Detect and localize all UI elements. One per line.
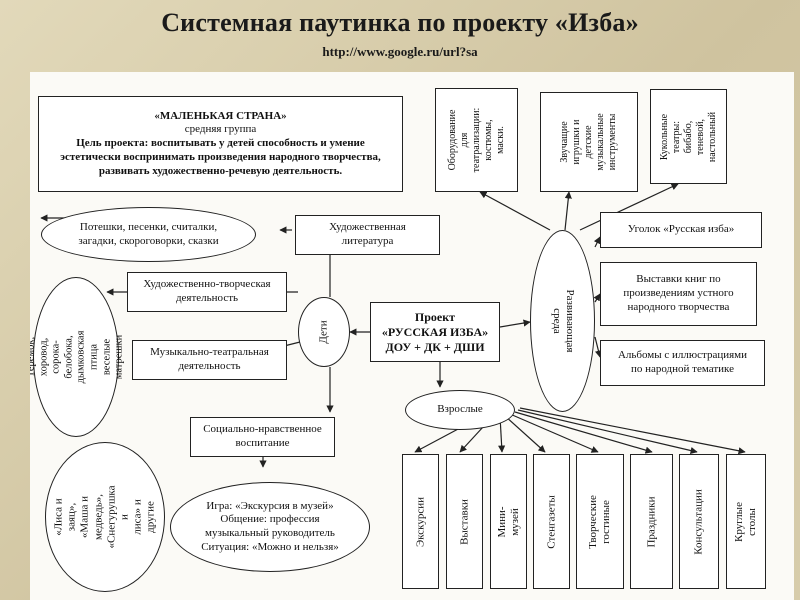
env-top-item-puppets: Кукольные театры: бибабо, теневой, насто… (650, 89, 727, 184)
adults-item-round-tables-label: Круглые столы (732, 501, 758, 542)
adults-item-mini-museum-label: Мини-музей (495, 505, 521, 538)
literature-box: Художественная литература (295, 215, 440, 255)
folklore-ellipse: Потешки, песенки, считалки, загадки, ско… (41, 207, 256, 262)
adults-item-excursions-label: Экскурсии (413, 496, 426, 547)
adults-item-mini-museum: Мини-музей (490, 454, 527, 589)
social-moral-box: Социально-нравственное воспитание (190, 417, 335, 457)
children-label: Дети (317, 320, 330, 344)
art-creative-box: Художественно-творческая деятельность (127, 272, 287, 312)
project-group: средняя группа (184, 123, 257, 136)
project-name: «МАЛЕНЬКАЯ СТРАНА» (154, 109, 287, 122)
activities-ellipse: Игра: «Экскурсия в музей» Общение: профе… (170, 482, 370, 572)
adults-node: Взрослые (405, 390, 515, 430)
env-side-item-albums: Альбомы с иллюстрациями по народной тема… (600, 340, 765, 386)
adults-item-exhibitions: Выставки (446, 454, 483, 589)
adults-item-consultations: Консультации (679, 454, 719, 589)
adults-item-consultations-label: Консультации (692, 488, 705, 555)
adults-item-excursions: Экскурсии (402, 454, 439, 589)
env-top-item-instruments-label: Звучащие игрушки и детские музыкальные и… (559, 113, 618, 171)
children-node: Дети (298, 297, 350, 367)
center-project-box: Проект «РУССКАЯ ИЗБА» ДОУ + ДК + ДШИ (370, 302, 500, 362)
environment-label: Развивающая среда (550, 289, 576, 353)
environment-node: Развивающая среда (530, 230, 595, 412)
env-top-item-costumes: Оборудование для театрализации: костюмы,… (435, 88, 518, 192)
project-goal: Цель проекта: воспитывать у детей способ… (60, 137, 381, 177)
slide-url: http://www.google.ru/url?sa (322, 44, 478, 59)
adults-item-holidays: Праздники (630, 454, 673, 589)
adults-item-creative-lounges: Творческие гостиные (576, 454, 624, 589)
fairy-tales-label: «Лиса и заяц», «Маша и медведь», «Снегур… (52, 485, 157, 549)
slide-title: Системная паутинка по проекту «Изба» (161, 8, 639, 37)
env-top-item-puppets-label: Кукольные театры: бибабо, теневой, насто… (658, 111, 718, 162)
music-theatre-box: Музыкально-театральная деятельность (132, 340, 287, 380)
env-top-item-instruments: Звучащие игрушки и детские музыкальные и… (540, 92, 638, 192)
diagram-sheet: «МАЛЕНЬКАЯ СТРАНА» средняя группа Цель п… (30, 72, 794, 600)
adults-item-wall-newspapers-label: Стенгазеты (544, 494, 557, 549)
adults-item-wall-newspapers: Стенгазеты (533, 454, 570, 589)
adults-item-creative-lounges-label: Творческие гостиные (586, 494, 612, 549)
fairy-tales-ellipse: «Лиса и заяц», «Маша и медведь», «Снегур… (45, 442, 165, 592)
env-side-item-books: Выставки книг по произведениям устного н… (600, 262, 757, 326)
adults-item-holidays-label: Праздники (644, 495, 657, 548)
env-side-item-corner: Уголок «Русская изба» (600, 212, 762, 248)
env-top-item-costumes-label: Оборудование для театрализации: костюмы,… (446, 107, 506, 173)
project-header-box: «МАЛЕНЬКАЯ СТРАНА» средняя группа Цель п… (38, 96, 403, 192)
adults-item-round-tables: Круглые столы (726, 454, 766, 589)
adults-item-exhibitions-label: Выставки (457, 498, 470, 545)
crafts-label: Теремок, хоровод, сорока-белобока, дымко… (30, 330, 125, 384)
crafts-ellipse: Теремок, хоровод, сорока-белобока, дымко… (30, 277, 125, 437)
